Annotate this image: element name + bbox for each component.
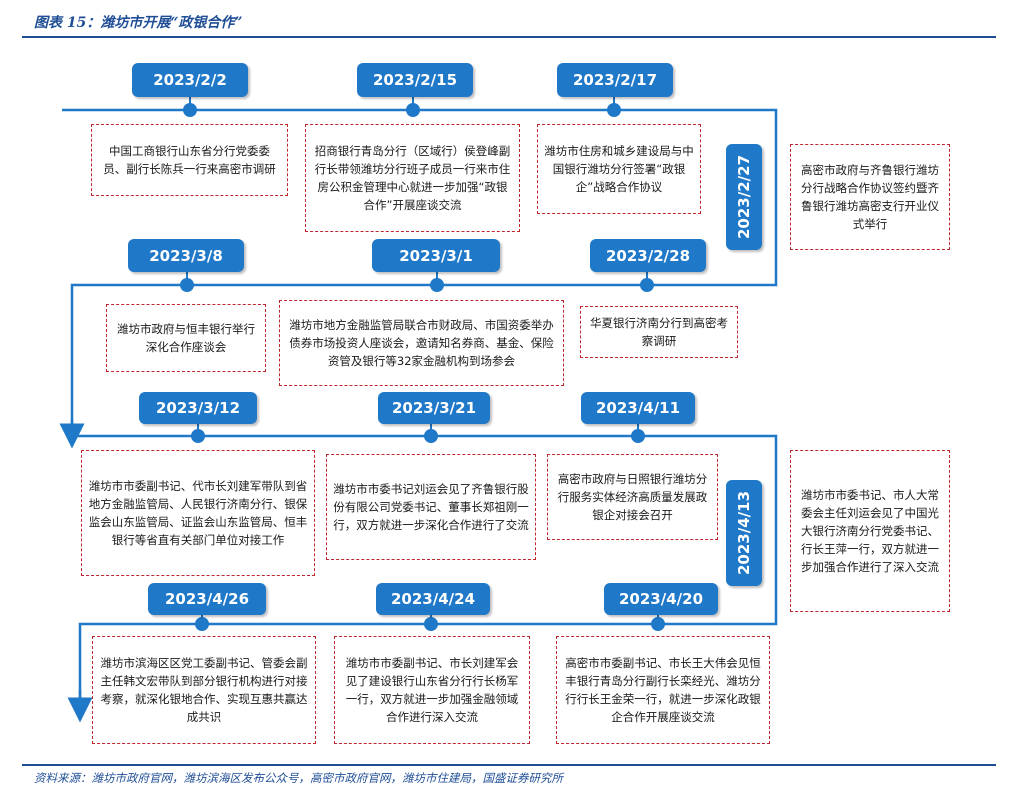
event-box-e1: 中国工商银行山东省分行党委委员、副行长陈兵一行来高密市调研: [91, 124, 288, 196]
date-label-e4: 2023/2/27: [726, 144, 762, 250]
date-label-e12: 2023/4/26: [148, 583, 266, 615]
source-note: 资料来源：潍坊市政府官网，潍坊滨海区发布公众号，高密市政府官网，潍坊市住建局，国…: [34, 771, 563, 785]
bottom-rule: [22, 764, 996, 766]
event-box-e3: 潍坊市住房和城乡建设局与中国银行潍坊分行签署“政银企”战略合作协议: [537, 124, 701, 214]
event-box-e8: 潍坊市市委副书记、代市长刘建军带队到省地方金融监管局、人民银行济南分行、银保监会…: [81, 450, 315, 576]
date-label-e10: 2023/4/11: [581, 392, 695, 424]
date-label-e11: 2023/4/13: [726, 480, 762, 586]
event-box-e4: 高密市政府与齐鲁银行潍坊分行战略合作协议签约暨齐鲁银行潍坊高密支行开业仪式举行: [790, 144, 950, 250]
event-box-e13: 潍坊市市委副书记、市长刘建军会见了建设银行山东省分行行长杨军一行，双方就进一步加…: [334, 636, 530, 744]
date-label-e8: 2023/3/12: [139, 392, 257, 424]
event-box-e14: 高密市市委副书记、市长王大伟会见恒丰银行青岛分行副行长栾经光、潍坊分行行长王金荣…: [556, 636, 770, 744]
top-rule: [22, 36, 996, 38]
date-label-e6: 2023/3/1: [372, 239, 500, 272]
event-box-e12: 潍坊市滨海区区党工委副书记、管委会副主任韩文宏带队到部分银行机构进行对接考察，就…: [92, 636, 316, 744]
date-label-e3: 2023/2/17: [557, 63, 673, 97]
event-box-e6: 潍坊市地方金融监管局联合市财政局、市国资委举办债券市场投资人座谈会，邀请知名券商…: [279, 300, 564, 386]
event-box-e11: 潍坊市市委书记、市人大常委会主任刘运会见了中国光大银行济南分行党委书记、行长王萍…: [790, 450, 950, 612]
event-box-e9: 潍坊市市委书记刘运会见了齐鲁银行股份有限公司党委书记、董事长郑祖刚一行，双方就进…: [326, 454, 536, 560]
date-label-e14: 2023/4/20: [604, 583, 718, 615]
event-box-e7: 华夏银行济南分行到高密考察调研: [580, 306, 738, 358]
date-label-e13: 2023/4/24: [376, 583, 490, 615]
date-label-e1: 2023/2/2: [132, 63, 248, 97]
date-label-e9: 2023/3/21: [378, 392, 490, 424]
event-box-e2: 招商银行青岛分行（区域行）侯登峰副行长带领潍坊分行班子成员一行来市住房公积金管理…: [305, 124, 520, 232]
date-label-e7: 2023/2/28: [590, 239, 706, 272]
figure-title: 图表 15：潍坊市开展“政银合作”: [34, 15, 243, 31]
event-box-e10: 高密市政府与日照银行潍坊分行服务实体经济高质量发展政银企对接会召开: [547, 454, 718, 540]
date-label-e5: 2023/3/8: [128, 239, 244, 272]
date-label-e2: 2023/2/15: [357, 63, 473, 97]
event-box-e5: 潍坊市政府与恒丰银行举行深化合作座谈会: [106, 304, 266, 372]
